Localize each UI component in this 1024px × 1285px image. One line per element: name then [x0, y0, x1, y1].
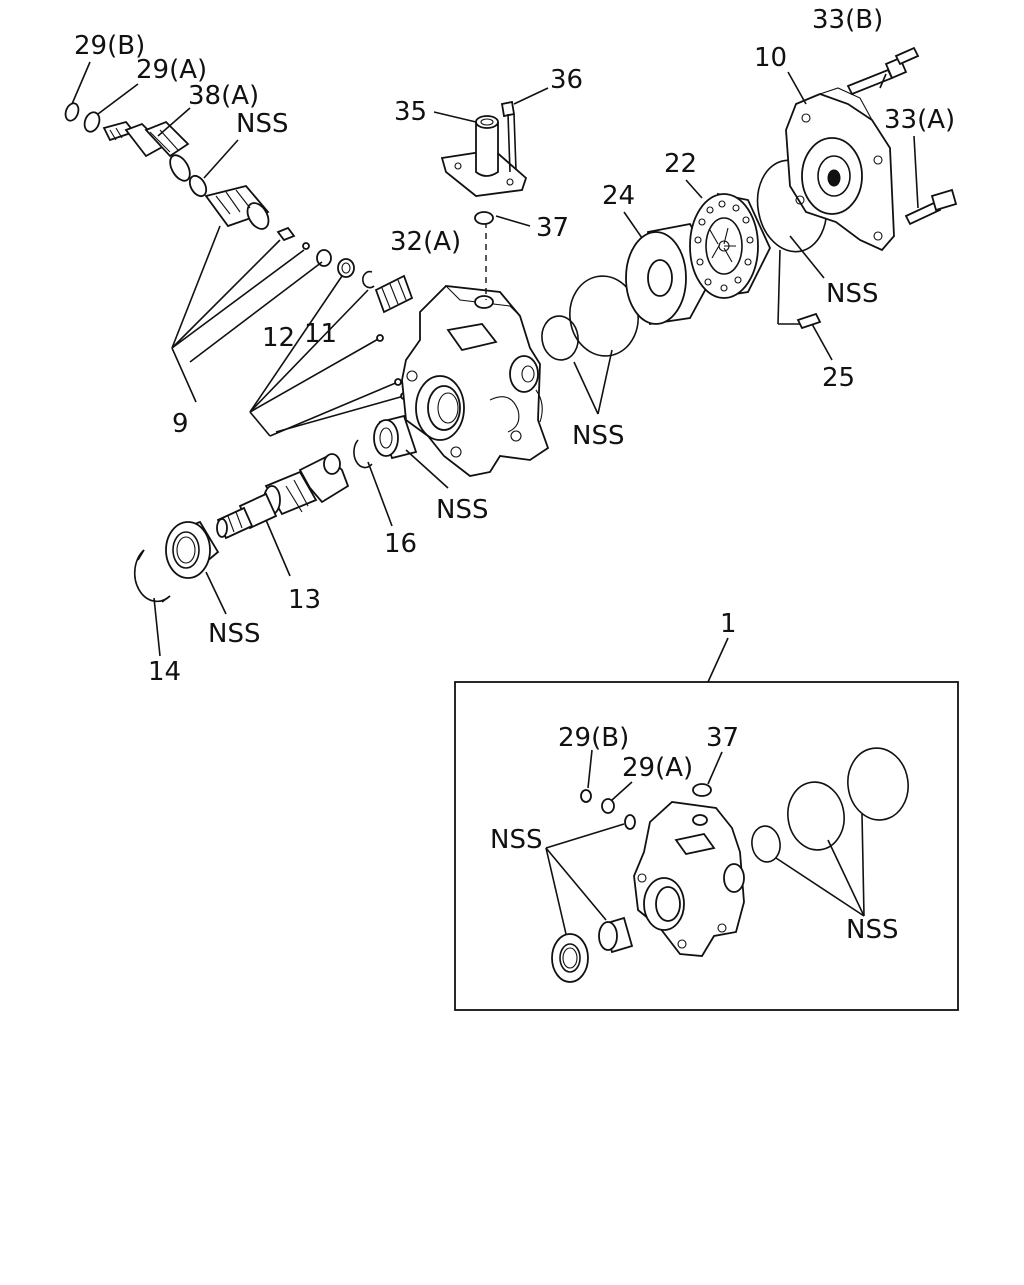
o-ring-37: [474, 211, 494, 225]
label-24: 24: [602, 181, 635, 211]
fitting-38a: [102, 120, 191, 182]
label-16: 16: [384, 529, 417, 559]
label-10: 10: [754, 43, 787, 73]
small-spring: [276, 226, 296, 242]
label-33a: 33(A): [884, 105, 955, 135]
bolt-36: [500, 100, 517, 173]
inset-bushing: [598, 916, 634, 954]
leader: [777, 249, 781, 325]
label-22: 22: [664, 149, 697, 179]
label-9: 9: [172, 409, 189, 439]
ball: [302, 242, 310, 250]
leader-dot: [394, 378, 402, 386]
pin-25: [796, 312, 822, 330]
inset-label-37: 37: [706, 723, 739, 753]
label-14: 14: [148, 657, 181, 687]
bushing-nss: [373, 414, 418, 460]
label-nss-top: NSS: [236, 109, 288, 139]
spring-32a: [374, 274, 414, 314]
cover-10: [785, 87, 895, 252]
label-37: 37: [536, 213, 569, 243]
label-12: 12: [262, 323, 295, 353]
label-33b: 33(B): [812, 5, 883, 35]
rotor-22: [689, 192, 771, 299]
label-11: 11: [304, 319, 337, 349]
inset-bearing: [551, 933, 589, 983]
bolt-33a: [904, 188, 958, 226]
label-29b: 29(B): [74, 31, 145, 61]
shaft-13: [216, 453, 350, 540]
rotor-holes: [694, 200, 754, 292]
label-nss-bush: NSS: [436, 495, 488, 525]
label-35: 35: [394, 97, 427, 127]
label-32a: 32(A): [390, 227, 461, 257]
snap-ring-c: [362, 270, 375, 289]
inset-o-ring: [624, 814, 636, 830]
inset-housing: [633, 801, 745, 957]
leader-dot: [376, 334, 384, 342]
inset-o-ring-29a: [601, 798, 615, 814]
leader-lines-12-11: [249, 275, 405, 437]
leader-lines-9: [171, 225, 323, 403]
label-nss-bearing: NSS: [208, 619, 260, 649]
label-nss-right: NSS: [826, 279, 878, 309]
label-25: 25: [822, 363, 855, 393]
pump-housing: [401, 285, 550, 477]
inset-label-29b: 29(B): [558, 723, 629, 753]
inset-o-ring-29b: [580, 789, 592, 803]
inset-label-nss-left: NSS: [490, 825, 542, 855]
label-13: 13: [288, 585, 321, 615]
inset-kit-box: 29(B) 29(A) 37 NSS NSS: [454, 681, 959, 1011]
valve-spool: [204, 184, 270, 230]
inset-label-29a: 29(A): [622, 753, 693, 783]
snap-ring-16: [353, 439, 373, 469]
label-1: 1: [720, 609, 737, 639]
label-29a: 29(A): [136, 55, 207, 85]
seat-12: [316, 249, 332, 267]
washer-11: [337, 258, 355, 278]
o-ring-29a: [83, 111, 101, 133]
bracket-35: [440, 115, 528, 197]
label-nss-orings: NSS: [572, 421, 624, 451]
o-ring-29b: [64, 102, 80, 122]
leader-lines: [71, 61, 919, 683]
inset-label-nss-right: NSS: [846, 915, 898, 945]
snap-ring-14: [133, 549, 171, 603]
label-36: 36: [550, 65, 583, 95]
inset-o-rings-large: [751, 747, 909, 863]
o-ring-nss-top: [188, 174, 208, 198]
bolt-33b: [846, 46, 920, 96]
inset-o-ring-37: [692, 783, 712, 797]
label-38a: 38(A): [188, 81, 259, 111]
bearing-nss: [165, 520, 220, 579]
